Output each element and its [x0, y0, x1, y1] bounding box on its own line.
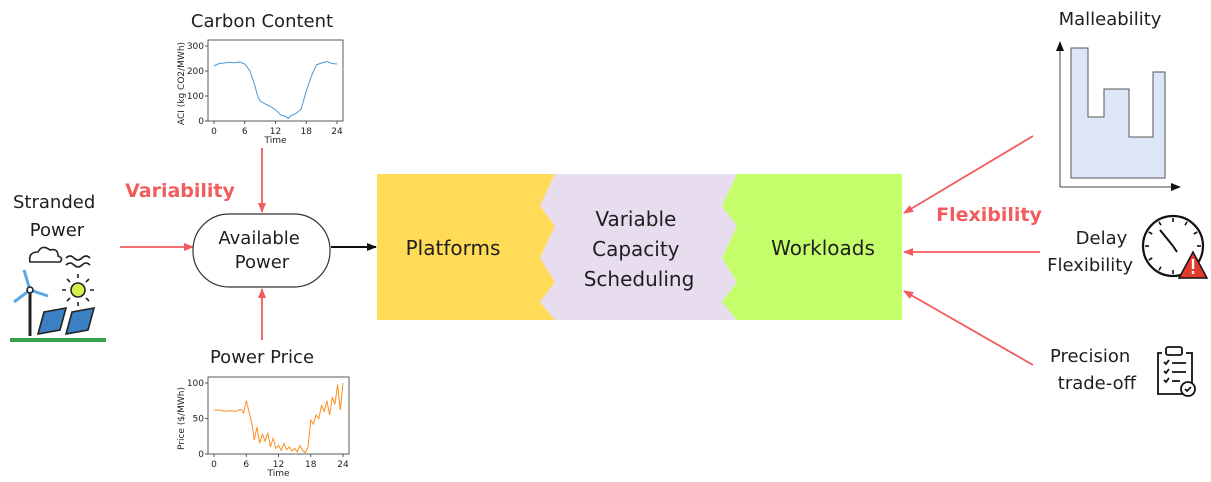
carbon-chart-ytick-label: 100: [187, 92, 204, 102]
clock-tick: [1148, 231, 1153, 235]
price-chart-xtick-label: 6: [243, 460, 249, 470]
carbon-chart-xtick-label: 18: [301, 127, 313, 137]
platforms-block: [377, 174, 555, 320]
price-chart-xtick-label: 18: [305, 460, 317, 470]
carbon-chart-ytick-label: 300: [187, 42, 204, 52]
price-chart-ylabel: Price ($/MWh): [177, 387, 187, 450]
stranded-power-label: Stranded Power: [13, 192, 101, 241]
price-chart-series-line: [214, 382, 344, 454]
carbon-chart-title: Carbon Content: [191, 11, 333, 32]
carbon-chart-ytick-label: 0: [198, 117, 204, 127]
carbon-chart-xtick-label: 24: [331, 127, 343, 137]
precision-arrow: [903, 290, 1034, 366]
carbon-chart-series-line: [213, 60, 338, 120]
price-chart-xtick-label: 12: [273, 460, 284, 470]
carbon-chart-xtick-label: 6: [242, 127, 248, 137]
workloads-block: [722, 174, 902, 320]
delay-flexibility-label: Delay Flexibility: [1047, 228, 1133, 276]
clock-tick: [1158, 266, 1162, 271]
malleability-title: Malleability: [1059, 9, 1162, 30]
carbon-chart-ytick-label: 200: [187, 67, 204, 77]
carbon-chart-xtick-label: 0: [211, 127, 217, 137]
price-chart-xtick-label: 0: [211, 460, 217, 470]
price-chart-ytick-label: 100: [187, 379, 204, 389]
price-chart-xtick-label: 24: [337, 460, 349, 470]
carbon-chart-xlabel: Time: [263, 136, 286, 146]
malleability-figure: [1056, 41, 1181, 191]
price-chart-xlabel: Time: [266, 469, 289, 479]
price-chart-ytick-label: 0: [198, 450, 204, 460]
clock-tick: [1158, 221, 1162, 226]
clock-tick: [1193, 231, 1198, 235]
flexibility-label: Flexibility: [936, 204, 1042, 226]
scheduling-block: [540, 174, 737, 320]
workloads-label: Workloads: [771, 236, 875, 260]
variability-label: Variability: [125, 180, 235, 202]
clock-warning-icon: [1141, 214, 1209, 279]
carbon-chart-xtick-label: 12: [270, 127, 281, 137]
scheduling-label: Variable Capacity Scheduling: [584, 207, 695, 291]
clock-tick: [1148, 257, 1153, 261]
platforms-label: Platforms: [406, 236, 501, 260]
available-power-label: Available Power: [218, 228, 305, 273]
price-chart-frame: [207, 376, 350, 455]
clock-tick: [1184, 221, 1188, 226]
carbon-chart-ylabel: ACI (kg CO2/MWh): [177, 42, 187, 125]
available-power-node: [192, 213, 331, 288]
malleability-arrow: [903, 135, 1034, 214]
carbon-chart-frame: [207, 39, 344, 122]
price-chart-title: Power Price: [210, 347, 314, 368]
wind-solar-icon: [10, 246, 106, 342]
precision-tradeoff-label: Precision trade-off: [1050, 346, 1137, 394]
checklist-icon: [1157, 346, 1196, 397]
price-chart-ytick-label: 50: [193, 415, 205, 425]
